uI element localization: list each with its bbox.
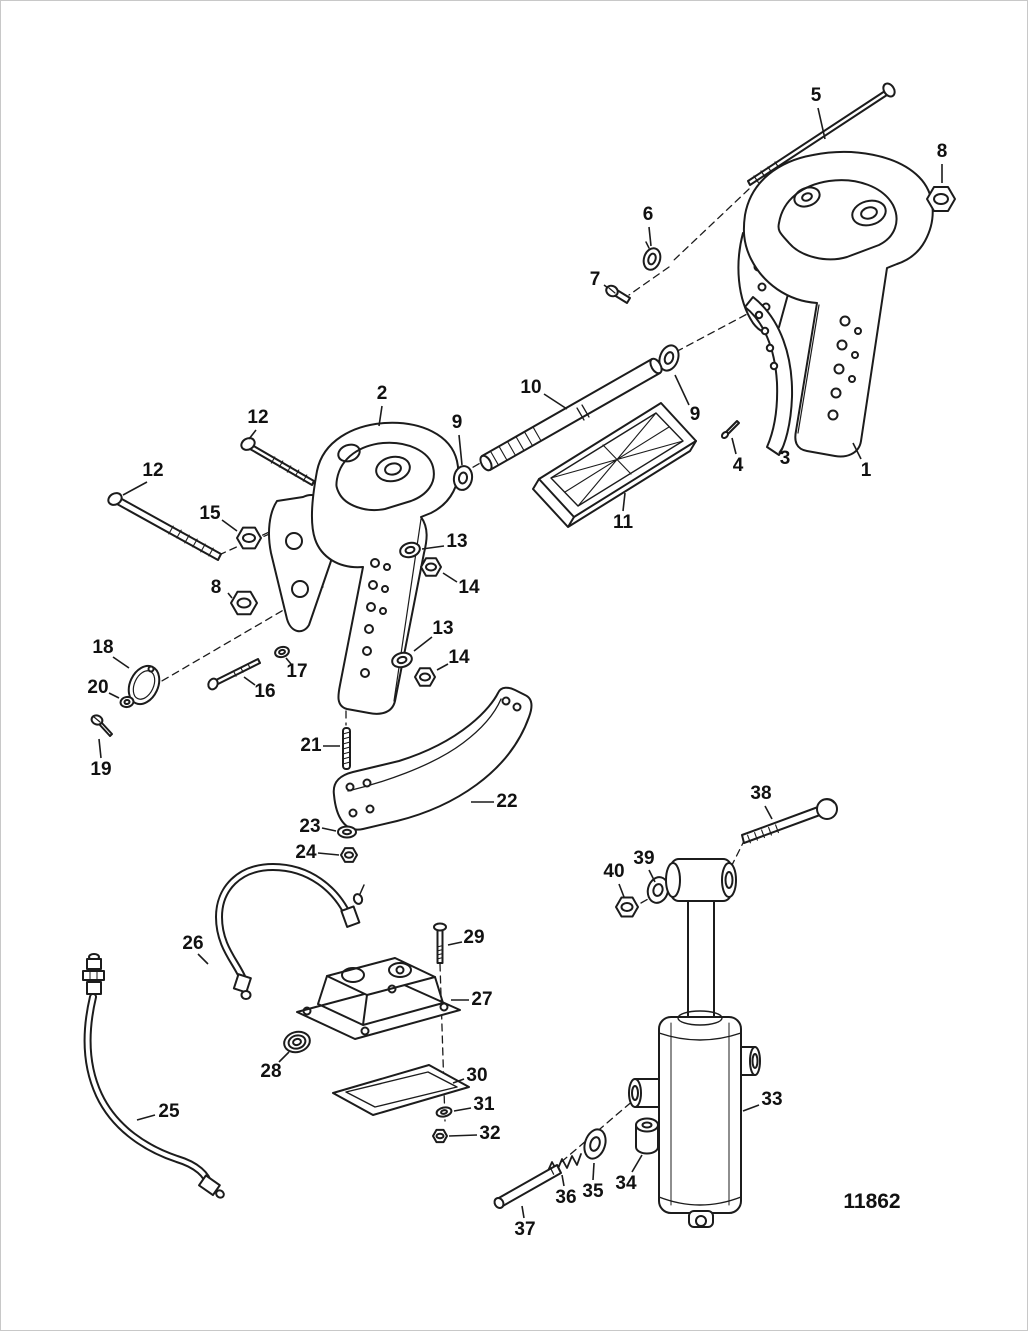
part-15-nut — [236, 526, 262, 550]
callout-38: 38 — [750, 783, 772, 804]
callout-13b: 13 — [432, 618, 454, 639]
callout-9a: 9 — [689, 404, 701, 425]
part-22-transom-plate — [332, 686, 533, 831]
callout-13a: 13 — [446, 531, 468, 552]
part-16-bolt — [207, 658, 261, 691]
callout-7: 7 — [589, 269, 601, 290]
callout-26: 26 — [182, 933, 204, 954]
callout-20: 20 — [87, 677, 109, 698]
callout-16: 16 — [254, 681, 276, 702]
callout-12b: 12 — [142, 460, 164, 481]
part-19-screw — [90, 714, 113, 737]
callout-29: 29 — [463, 927, 485, 948]
callout-15: 15 — [199, 503, 221, 524]
part-39-washer — [646, 876, 670, 904]
part-4-dowel-pin — [720, 420, 740, 440]
part-23-washer — [337, 825, 357, 839]
callout-30: 30 — [466, 1065, 488, 1086]
part-36-spring — [546, 1153, 582, 1174]
callout-21: 21 — [300, 735, 322, 756]
callout-1: 1 — [860, 460, 872, 481]
callout-5: 5 — [810, 85, 822, 106]
callout-28: 28 — [260, 1061, 282, 1082]
part-17-washer — [274, 645, 290, 659]
part-31-washer — [435, 1106, 453, 1118]
callout-12a: 12 — [247, 407, 269, 428]
callout-18: 18 — [92, 637, 114, 658]
callout-37: 37 — [514, 1219, 536, 1240]
callout-27: 27 — [471, 989, 493, 1010]
callout-10: 10 — [520, 377, 542, 398]
callout-40: 40 — [603, 861, 625, 882]
part-1-transom-bracket-starboard — [737, 150, 934, 458]
callout-8a: 8 — [936, 141, 948, 162]
part-29-screw — [433, 922, 447, 964]
callout-22: 22 — [496, 791, 518, 812]
callout-32: 32 — [479, 1123, 501, 1144]
part-9-washer-port — [452, 465, 474, 491]
callout-8b: 8 — [210, 577, 222, 598]
part-8-locknut-port — [230, 590, 258, 616]
callout-34: 34 — [615, 1173, 637, 1194]
part-8-locknut-starboard — [926, 186, 956, 212]
part-2-transom-bracket-port — [268, 421, 460, 715]
part-28-grommet — [283, 1030, 311, 1054]
part-33-trim-cylinder — [628, 858, 761, 1228]
callout-25: 25 — [158, 1101, 180, 1122]
callout-23: 23 — [299, 816, 321, 837]
assembly-alignment-lines — [130, 188, 750, 1194]
callout-39: 39 — [633, 848, 655, 869]
part-35-washer — [583, 1128, 607, 1160]
callout-36: 36 — [555, 1187, 577, 1208]
part-12-bolt-lower — [107, 492, 222, 561]
callout-17: 17 — [286, 661, 308, 682]
callout-14b: 14 — [448, 647, 470, 668]
part-34-spacer — [635, 1117, 659, 1155]
part-9-washer-starboard — [658, 344, 680, 372]
part-18-trim-tab-plate — [127, 664, 161, 706]
part-20-washer — [119, 695, 135, 709]
part-21-stud — [342, 727, 351, 770]
part-6-retaining-clip — [642, 241, 662, 271]
callout-19: 19 — [90, 759, 112, 780]
part-26-trim-hose — [215, 863, 365, 1000]
part-37-pin — [493, 1164, 562, 1209]
part-14-nut-lower — [414, 667, 436, 687]
callout-4: 4 — [732, 455, 744, 476]
callout-2: 2 — [376, 383, 388, 404]
part-40-nut — [615, 896, 639, 918]
part-10-tilt-tube — [479, 357, 663, 472]
part-27-cover — [296, 957, 461, 1040]
part-3-wear-plate — [744, 296, 794, 456]
callout-11: 11 — [612, 512, 634, 533]
part-13-washer-upper — [399, 541, 421, 559]
part-30-gasket — [332, 1064, 470, 1116]
part-12-bolt-upper — [240, 437, 315, 486]
callout-24: 24 — [295, 842, 317, 863]
callout-14a: 14 — [458, 577, 480, 598]
part-14-nut-upper — [420, 557, 442, 577]
callout-35: 35 — [582, 1181, 604, 1202]
callout-33: 33 — [761, 1089, 783, 1110]
part-7-screw — [605, 284, 631, 304]
callout-31: 31 — [473, 1094, 495, 1115]
part-13-washer-lower — [391, 651, 413, 669]
drawing-number: 11862 — [843, 1190, 901, 1213]
part-11-anode-plate — [532, 402, 697, 528]
part-25-trim-hose-long — [82, 953, 225, 1199]
part-38-bolt — [741, 798, 838, 844]
callout-9b: 9 — [451, 412, 463, 433]
part-24-nut — [340, 847, 358, 863]
callout-3: 3 — [779, 448, 791, 469]
part-32-nut — [432, 1128, 448, 1144]
callout-6: 6 — [642, 204, 654, 225]
